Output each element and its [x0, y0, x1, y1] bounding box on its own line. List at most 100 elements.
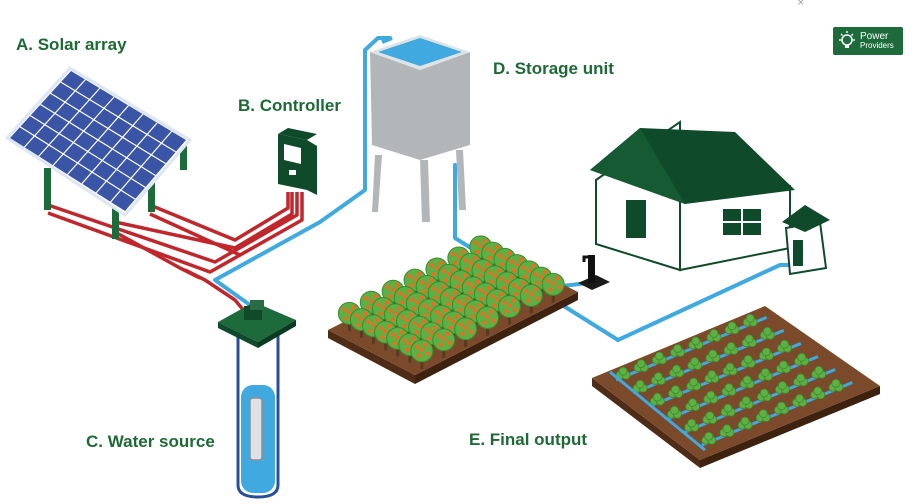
label-final-output: E. Final output — [469, 430, 588, 449]
fruit — [492, 303, 497, 308]
fruit — [533, 287, 538, 292]
fruit — [490, 249, 496, 255]
fruit — [502, 256, 508, 261]
fruit — [507, 303, 512, 308]
fruit — [431, 301, 436, 307]
tower-leg — [372, 155, 382, 212]
fruit — [363, 311, 368, 316]
fruit — [434, 310, 439, 315]
tower-leg — [456, 150, 466, 210]
tree-trunk — [551, 292, 555, 303]
crop-plant — [762, 326, 772, 336]
fruit — [533, 271, 539, 277]
fruit — [409, 312, 414, 318]
fruit — [501, 285, 507, 291]
fruit — [390, 288, 396, 293]
fruit — [480, 311, 485, 316]
tree-trunk — [384, 340, 388, 351]
fruit — [450, 267, 456, 272]
fruit — [489, 279, 495, 284]
fruit — [356, 322, 361, 327]
close-icon[interactable]: × — [797, 0, 805, 8]
fruit — [433, 325, 438, 330]
controller-side — [307, 140, 317, 195]
shed-door — [793, 240, 803, 266]
fruit — [504, 309, 509, 314]
fruit — [529, 292, 534, 297]
fruit — [436, 333, 441, 338]
fruit — [427, 306, 432, 312]
fruit — [351, 305, 356, 310]
fruit — [441, 269, 447, 274]
fruit — [523, 274, 529, 280]
tree-trunk — [420, 358, 424, 369]
crop-plant — [780, 339, 789, 349]
fruit — [555, 276, 560, 281]
fruit — [376, 302, 381, 307]
fruit — [441, 284, 446, 289]
tree-trunk — [359, 327, 363, 338]
fruit — [359, 316, 364, 321]
fruit — [441, 336, 446, 341]
pipe-well-to-tower — [213, 36, 392, 320]
crop-plant — [705, 411, 715, 421]
fruit — [495, 297, 500, 302]
crop-plant — [741, 396, 751, 405]
fruit — [371, 322, 376, 328]
solar-leg — [148, 180, 155, 212]
fruit — [557, 285, 562, 290]
fruit — [412, 321, 417, 326]
wire-red-5 — [149, 192, 290, 242]
fruit — [511, 268, 517, 273]
fruit — [366, 305, 371, 310]
crop-plant — [725, 362, 735, 372]
fruit — [375, 317, 380, 323]
fruit — [385, 285, 391, 290]
fruit — [446, 316, 451, 321]
fruit — [521, 265, 527, 271]
fruit — [478, 287, 483, 293]
crop-plant — [744, 334, 754, 344]
fruit — [416, 353, 422, 359]
crop-plant — [723, 403, 733, 413]
fruit — [407, 273, 413, 279]
crop-plant — [654, 351, 664, 361]
tree-trunk — [507, 314, 511, 325]
fruit — [449, 295, 454, 301]
storage-unit — [370, 35, 470, 222]
wire-red-3 — [114, 192, 294, 250]
tank-inlet-pipe — [381, 36, 393, 44]
fruit — [426, 336, 431, 341]
fruit — [424, 283, 430, 288]
crop-plant — [704, 431, 714, 441]
crop-plant — [652, 392, 662, 402]
fruit — [398, 291, 403, 296]
fruit — [432, 286, 437, 291]
power-providers-logo: Power Providers — [833, 27, 903, 55]
fruit — [368, 328, 373, 334]
crop-plant — [618, 366, 628, 376]
fruit — [490, 294, 495, 299]
tap-spout — [582, 255, 591, 262]
fruit — [483, 290, 488, 296]
tap-post — [588, 255, 595, 283]
fruit — [451, 251, 457, 257]
sun-bulb-icon — [839, 31, 855, 48]
solar-leg — [112, 195, 119, 239]
tree-trunk — [486, 325, 490, 336]
fruit — [469, 329, 474, 334]
fruit — [443, 278, 449, 283]
fruit — [465, 267, 471, 272]
fruit — [403, 294, 408, 299]
fruit — [478, 243, 483, 249]
fruit — [514, 292, 519, 297]
wellhead-plate — [218, 302, 296, 342]
fruit — [513, 307, 518, 312]
fruit — [492, 273, 498, 278]
water-source — [218, 300, 296, 499]
fruit — [499, 292, 504, 297]
fruit — [467, 290, 473, 295]
house-gable — [590, 128, 685, 204]
fruit — [417, 324, 422, 329]
